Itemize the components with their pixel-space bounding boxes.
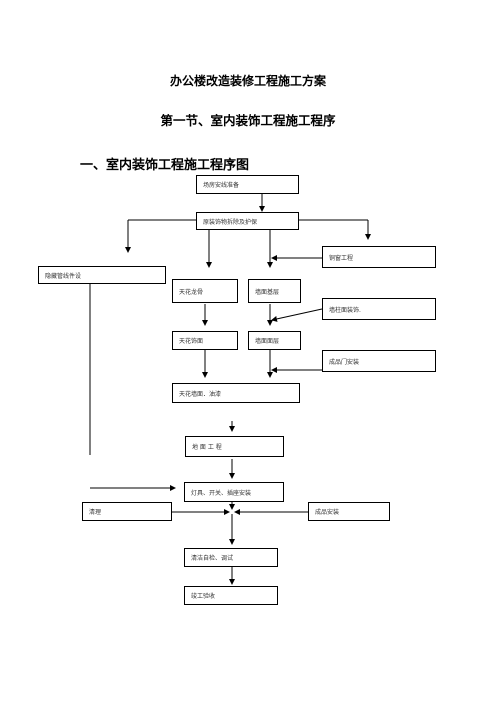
node-ceiling-panel: 天花饰面 — [172, 331, 238, 350]
node-cleaning: 清理 — [82, 502, 172, 521]
node-self-check: 清洁自检、调试 — [184, 548, 278, 567]
section-title: 第一节、室内装饰工程施工程序 — [160, 113, 336, 128]
node-lighting: 灯具、开关、插座安装 — [184, 482, 284, 502]
node-wall-surface: 墙面面层 — [248, 331, 301, 350]
node-finished-install: 成品安装 — [308, 502, 390, 521]
node-floor: 地 面 工 程 — [185, 436, 284, 457]
node-ceiling-paint: 天花墙面．油漆 — [172, 383, 300, 403]
subsection-title: 一、室内装饰工程施工程序图 — [80, 158, 250, 173]
document-title: 办公楼改造装修工程施工方案 — [169, 74, 326, 88]
node-demolition: 原装饰物拆除及护保 — [196, 212, 299, 230]
node-wall-base: 墙面基层 — [248, 279, 301, 303]
node-door-window: 铜窗工程 — [322, 246, 436, 268]
node-wall-decor: 墙柱面装饰. — [322, 298, 436, 320]
node-prep: 场房安线准备 — [196, 175, 299, 194]
node-hidden-pipes: 隐藏管线件设 — [38, 266, 166, 284]
node-acceptance: 竣工验收 — [184, 586, 278, 605]
node-ceiling-keel: 天花龙骨 — [172, 279, 238, 303]
node-finished-door: 成品门安装 — [322, 350, 436, 372]
